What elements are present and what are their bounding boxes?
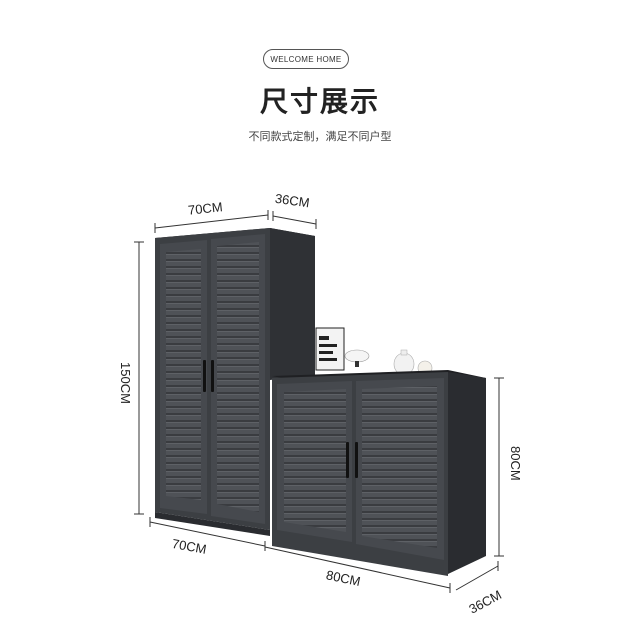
decor-box [315, 327, 345, 371]
dim-line-low-width [264, 546, 451, 589]
label-tall-height: 150CM [118, 362, 133, 404]
tall-handle-left [203, 360, 206, 392]
label-low-width: 80CM [325, 567, 362, 589]
label-low-depth: 36CM [466, 587, 504, 617]
low-door-right-louvers [362, 386, 437, 548]
tall-cabinet-base [155, 512, 270, 536]
decor-items [315, 327, 433, 376]
label-tall-width: 70CM [187, 199, 223, 218]
page-title: 尺寸展示 [259, 85, 380, 118]
decor-box-stripe [319, 344, 337, 347]
decor-box-stripe [319, 351, 333, 354]
tall-cabinet-side [270, 228, 315, 380]
dim-line-base-left [149, 521, 266, 547]
tall-handle-right [211, 360, 214, 392]
low-cabinet [272, 370, 486, 576]
welcome-home-badge: WELCOME HOME [263, 49, 349, 69]
tall-door-right-louvers [217, 242, 259, 512]
low-cabinet-side [448, 372, 486, 574]
decor-box-stripe [319, 358, 337, 361]
label-low-height: 80CM [508, 446, 523, 481]
decor-bowl [344, 349, 370, 363]
label-tall-depth: 36CM [274, 191, 310, 211]
tall-cabinet [155, 228, 315, 536]
dimension-labels: 70CM 36CM 150CM 70CM 80CM 80CM 36CM [118, 191, 523, 617]
dim-line-tall-depth [272, 215, 317, 225]
low-handle-right [355, 442, 358, 478]
decor-vase-neck [400, 349, 408, 356]
decor-bowl-stand [355, 361, 359, 367]
dim-line-tall-width [154, 214, 269, 229]
label-base-width-left: 70CM [171, 536, 208, 557]
low-handle-left [346, 442, 349, 478]
dim-line-low-depth [455, 565, 499, 591]
page-subtitle: 不同款式定制，满足不同户型 [248, 130, 392, 143]
dimension-lines [134, 210, 504, 593]
decor-box-stripe [319, 336, 329, 340]
tall-door-left-louvers [166, 249, 201, 500]
low-door-left-louvers [284, 389, 346, 532]
